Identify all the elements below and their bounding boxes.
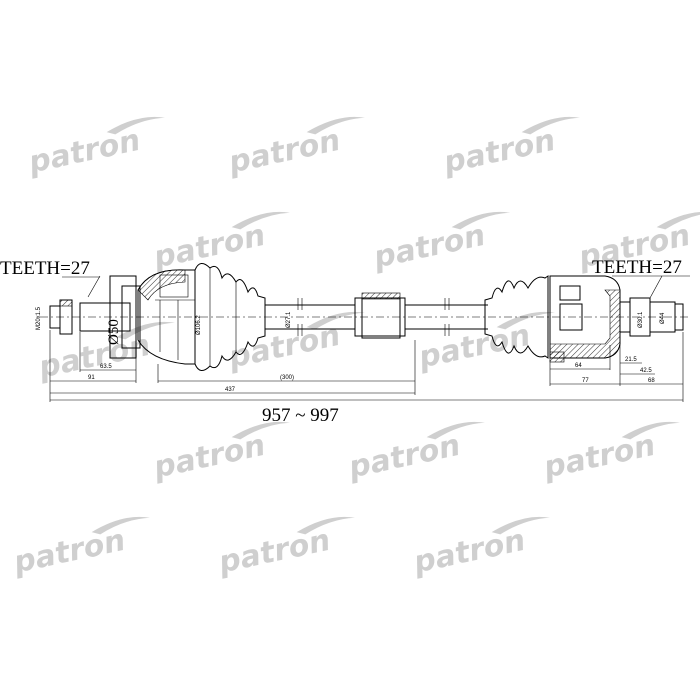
teeth-left-label: TEETH=27 — [0, 258, 90, 279]
dim-left-total: 437 — [225, 387, 236, 393]
inner-diameter-2-label: Ø44 — [660, 312, 666, 324]
svg-text:patron: patron — [440, 123, 559, 181]
patron-watermark: patron — [345, 421, 485, 486]
patron-watermark: patron — [215, 516, 355, 581]
dim-right-total: 77 — [582, 378, 589, 384]
dim-shaft-span: (300) — [280, 375, 294, 381]
dim-right-stub: 68 — [648, 378, 655, 384]
dim-right-housing: 64 — [575, 363, 582, 369]
outer-stub-shaft — [49, 275, 141, 359]
svg-text:patron: patron — [225, 318, 344, 376]
svg-text:patron: patron — [540, 428, 659, 486]
overall-length-label: 957 ~ 997 — [262, 405, 339, 426]
svg-text:patron: patron — [370, 218, 489, 276]
shaft-diameter-label: Ø27.1 — [286, 311, 292, 328]
svg-text:patron: patron — [25, 123, 144, 181]
boot-diameter-label: Ø106.2 — [196, 315, 202, 335]
intermediate-shaft — [265, 298, 488, 336]
inner-diameter-1-label: Ø30.1 — [638, 311, 644, 328]
patron-watermark: patron — [225, 311, 365, 376]
patron-watermark: patron — [540, 421, 680, 486]
dim-left-to-joint: 91 — [88, 375, 95, 381]
inner-boot — [484, 275, 549, 359]
svg-text:patron: patron — [215, 523, 334, 581]
patron-watermark: patron — [225, 116, 365, 181]
svg-text:patron: patron — [225, 123, 344, 181]
patron-watermark: patron — [150, 421, 290, 486]
patron-watermark: patron — [370, 211, 510, 276]
patron-watermark: patron — [415, 311, 555, 376]
patron-watermark: patron — [440, 116, 580, 181]
thread-label: M20x1.5 — [36, 306, 42, 330]
inner-tripod-joint — [549, 275, 684, 363]
svg-text:patron: patron — [410, 523, 529, 581]
patron-watermark: patron — [10, 516, 150, 581]
patron-watermark: patron — [150, 211, 290, 276]
teeth-right-label: TEETH=27 — [592, 257, 682, 278]
svg-text:patron: patron — [345, 428, 464, 486]
dim-right-small-2: 42.5 — [640, 368, 652, 374]
patron-watermark: patron — [410, 516, 550, 581]
outer-diameter-label: Ø50 — [106, 319, 122, 345]
outer-boot — [194, 263, 266, 371]
patron-watermark: patron — [25, 116, 165, 181]
svg-text:patron: patron — [150, 428, 269, 486]
dim-right-small-1: 21.5 — [625, 357, 637, 363]
svg-text:patron: patron — [10, 523, 129, 581]
dim-left-spline: 63.5 — [100, 364, 112, 370]
dimension-lines — [49, 275, 690, 402]
damper-weight — [354, 292, 406, 339]
svg-text:patron: patron — [415, 318, 534, 376]
